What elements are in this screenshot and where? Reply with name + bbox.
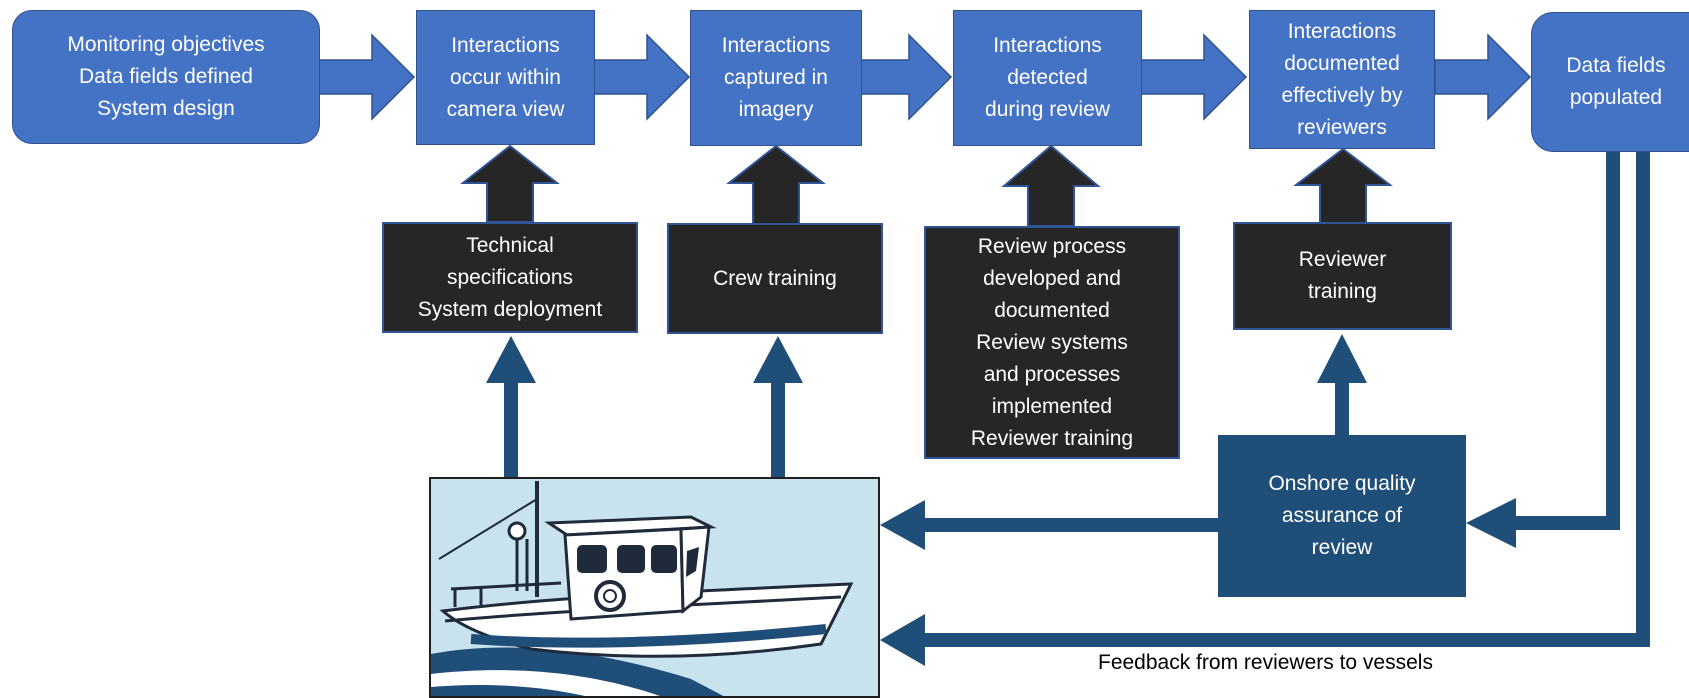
step-interactions-occur-text: Interactions occur within camera view — [446, 33, 565, 121]
shaft-populated-down-to-qa — [1606, 152, 1620, 530]
arrowhead-vessel-to-technical — [486, 336, 536, 383]
fishing-boat-icon — [429, 477, 880, 698]
arrow-documented-to-populated — [1434, 33, 1532, 121]
feedback-caption: Feedback from reviewers to vessels — [1098, 651, 1433, 674]
input-review-process-text: Review process developed and documented … — [970, 234, 1134, 450]
arrow-captured-to-detected — [860, 33, 953, 121]
arrow-reviewer-training-to-documented — [1293, 147, 1393, 224]
step-interactions-documented: Interactions documented effectively by r… — [1249, 10, 1435, 149]
shaft-feedback-left — [920, 633, 1650, 647]
step-data-fields-populated: Data fields populated — [1531, 12, 1689, 152]
arrow-review-process-to-detected — [1001, 144, 1101, 227]
arrow-crew-to-captured — [726, 144, 826, 226]
input-crew-training-text: Crew training — [713, 266, 837, 290]
step-monitoring-objectives-text: Monitoring objectives Data fields define… — [67, 33, 265, 120]
shaft-feedback-down — [1636, 152, 1650, 647]
step-interactions-captured: Interactions captured in imagery — [690, 10, 862, 146]
input-technical-specifications-text: Technical specifications System deployme… — [417, 233, 603, 321]
onshore-quality-assurance: Onshore quality assurance of review — [1218, 435, 1466, 597]
step-interactions-occur: Interactions occur within camera view — [416, 10, 595, 145]
arrow-detected-to-documented — [1140, 33, 1248, 121]
step-interactions-detected: Interactions detected during review — [953, 10, 1142, 146]
arrowhead-qa-to-vessel — [880, 500, 925, 550]
input-crew-training: Crew training — [667, 223, 883, 334]
step-data-fields-populated-text: Data fields populated — [1566, 54, 1666, 109]
arrowhead-vessel-to-crew — [753, 336, 803, 383]
input-reviewer-training-text: Reviewer training — [1298, 248, 1387, 303]
shaft-qa-to-reviewer-training — [1335, 378, 1349, 435]
shaft-vessel-to-technical — [504, 378, 518, 477]
shaft-qa-to-vessel — [920, 518, 1218, 532]
input-technical-specifications: Technical specifications System deployme… — [382, 222, 638, 333]
onshore-quality-assurance-text: Onshore quality assurance of review — [1268, 472, 1416, 559]
shaft-vessel-to-crew — [771, 378, 785, 477]
shaft-populated-left-to-qa — [1510, 516, 1620, 530]
arrow-objectives-to-occur — [318, 33, 416, 121]
arrowhead-qa-to-reviewer-training — [1317, 334, 1367, 383]
input-reviewer-training: Reviewer training — [1233, 222, 1452, 330]
step-interactions-detected-text: Interactions detected during review — [985, 34, 1110, 121]
arrowhead-populated-to-qa — [1466, 498, 1516, 548]
step-interactions-captured-text: Interactions captured in imagery — [721, 34, 831, 121]
input-review-process: Review process developed and documented … — [924, 226, 1180, 459]
arrow-technical-to-occur — [460, 144, 560, 223]
step-interactions-documented-text: Interactions documented effectively by r… — [1281, 19, 1403, 139]
step-monitoring-objectives: Monitoring objectives Data fields define… — [12, 10, 320, 144]
arrow-occur-to-captured — [593, 33, 691, 121]
arrowhead-feedback-to-vessel — [880, 614, 925, 666]
